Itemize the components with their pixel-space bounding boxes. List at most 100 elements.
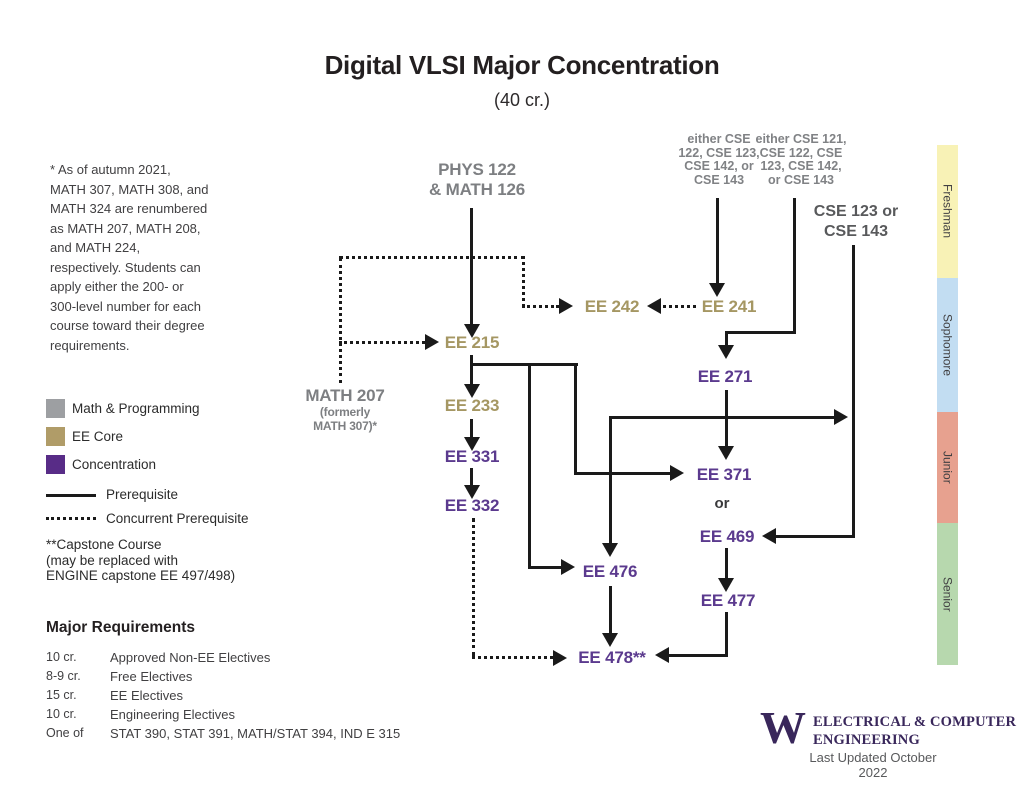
note-line: respectively. Students can (50, 259, 201, 275)
arrowhead (709, 283, 725, 297)
arrowhead (464, 384, 480, 398)
node-cse-option-a: either CSE 122, CSE 123, CSE 142, or CSE… (678, 132, 760, 187)
prerequisite-line (609, 586, 612, 635)
legend-label-prerequisite: Prerequisite (106, 487, 179, 502)
prerequisite-line (470, 208, 473, 326)
concurrent-line (472, 656, 553, 659)
node-ee476: EE 476 (582, 562, 638, 581)
note-line: MATH 307, MATH 308, and (50, 181, 209, 197)
arrowhead (670, 465, 684, 481)
legend-prerequisite-line-sample (46, 494, 96, 497)
prerequisite-line (716, 198, 719, 285)
concurrent-line (472, 518, 475, 656)
renumbering-note: * As of autumn 2021, MATH 307, MATH 308,… (50, 160, 208, 355)
prerequisite-line (528, 566, 561, 569)
legend-concurrent-line-sample (46, 517, 96, 520)
legend-label-concentration: Concentration (72, 457, 157, 472)
legend-swatch-ee-core (46, 427, 65, 446)
arrowhead (655, 647, 669, 663)
concurrent-line (522, 256, 525, 307)
arrowhead (553, 650, 567, 666)
concurrent-line (339, 258, 342, 383)
requirement-credits: 15 cr. (46, 688, 77, 702)
major-requirements-title: Major Requirements (46, 619, 196, 636)
legend-label-math-programming: Math & Programming (72, 401, 200, 416)
capstone-note-line: ENGINE capstone EE 497/498) (46, 568, 236, 583)
node-ee242: EE 242 (584, 297, 640, 316)
timeline-label-freshman: Freshman (940, 184, 955, 239)
requirement-credits: 10 cr. (46, 707, 77, 721)
capstone-note-line: (may be replaced with (46, 552, 179, 568)
legend-swatch-concentration (46, 455, 65, 474)
requirement-credits: 10 cr. (46, 650, 77, 664)
requirement-credits: 8-9 cr. (46, 669, 81, 683)
arrowhead (425, 334, 439, 350)
note-line: as MATH 207, MATH 208, (50, 220, 201, 236)
timeline-freshman: Freshman (937, 145, 958, 278)
timeline-label-junior: Junior (940, 451, 955, 484)
node-ee215: EE 215 (444, 333, 500, 352)
arrowhead (559, 298, 573, 314)
timeline-sophomore: Sophomore (937, 278, 958, 412)
node-ee371: EE 371 (696, 465, 752, 484)
prerequisite-line (793, 198, 796, 334)
note-line: * As of autumn 2021, (50, 162, 171, 177)
page-subtitle: (40 cr.) (493, 90, 550, 110)
note-line: course toward their degree (50, 318, 205, 333)
or-label: or (714, 495, 730, 512)
prerequisite-line (574, 472, 670, 475)
prerequisite-line (726, 331, 796, 334)
requirement-label: Free Electives (110, 669, 193, 684)
arrowhead (464, 485, 480, 499)
requirement-label: Engineering Electives (110, 707, 236, 722)
page-title: Digital VLSI Major Concentration (324, 50, 720, 80)
legend-swatch-math-programming (46, 399, 65, 418)
node-ee478: EE 478** (578, 648, 646, 667)
node-ee233: EE 233 (444, 396, 500, 415)
prerequisite-line (725, 612, 728, 657)
prerequisite-line (470, 468, 473, 487)
requirement-label: Approved Non-EE Electives (110, 650, 271, 665)
node-phys122-math126: PHYS 122 & MATH 126 (429, 160, 525, 199)
node-ee332: EE 332 (444, 496, 500, 515)
arrowhead (718, 345, 734, 359)
arrowhead (762, 528, 776, 544)
prerequisite-line (775, 535, 855, 538)
prerequisite-line (470, 419, 473, 439)
prerequisite-line (725, 390, 728, 448)
prerequisite-line (852, 245, 855, 537)
note-line: 300-level number for each (50, 298, 202, 314)
requirement-credits: One of (46, 726, 84, 740)
note-line: apply either the 200- or (50, 279, 184, 294)
prerequisite-line (725, 331, 728, 345)
last-updated: Last Updated October 2022 (809, 750, 937, 780)
node-ee241: EE 241 (701, 297, 757, 316)
capstone-note-line: **Capstone Course (46, 537, 162, 552)
requirement-label: STAT 390, STAT 391, MATH/STAT 394, IND E… (110, 726, 401, 741)
arrowhead (834, 409, 848, 425)
prerequisite-line (669, 654, 728, 657)
concurrent-line (339, 341, 425, 344)
arrowhead (602, 543, 618, 557)
concurrent-line (522, 305, 559, 308)
prerequisite-line (609, 416, 612, 545)
arrowhead (718, 446, 734, 460)
arrowhead (718, 578, 734, 592)
timeline-label-senior: Senior (940, 576, 955, 612)
arrowhead (561, 559, 575, 575)
arrowhead (647, 298, 661, 314)
prerequisite-line (725, 548, 728, 580)
concurrent-line (663, 305, 696, 308)
node-ee331: EE 331 (444, 447, 500, 466)
arrowhead (464, 437, 480, 451)
department-name: ELECTRICAL & COMPUTER ENGINEERING (813, 714, 1017, 748)
prerequisite-line (470, 355, 473, 386)
requirement-label: EE Electives (110, 688, 183, 703)
arrowhead (464, 324, 480, 338)
prerequisite-line (471, 363, 578, 366)
node-cse-option-c: CSE 123 or CSE 143 (813, 203, 899, 240)
node-cse-option-b: either CSE 121, CSE 122, CSE 123, CSE 14… (755, 132, 847, 187)
legend-label-ee-core: EE Core (72, 429, 124, 444)
timeline-senior: Senior (937, 523, 958, 665)
